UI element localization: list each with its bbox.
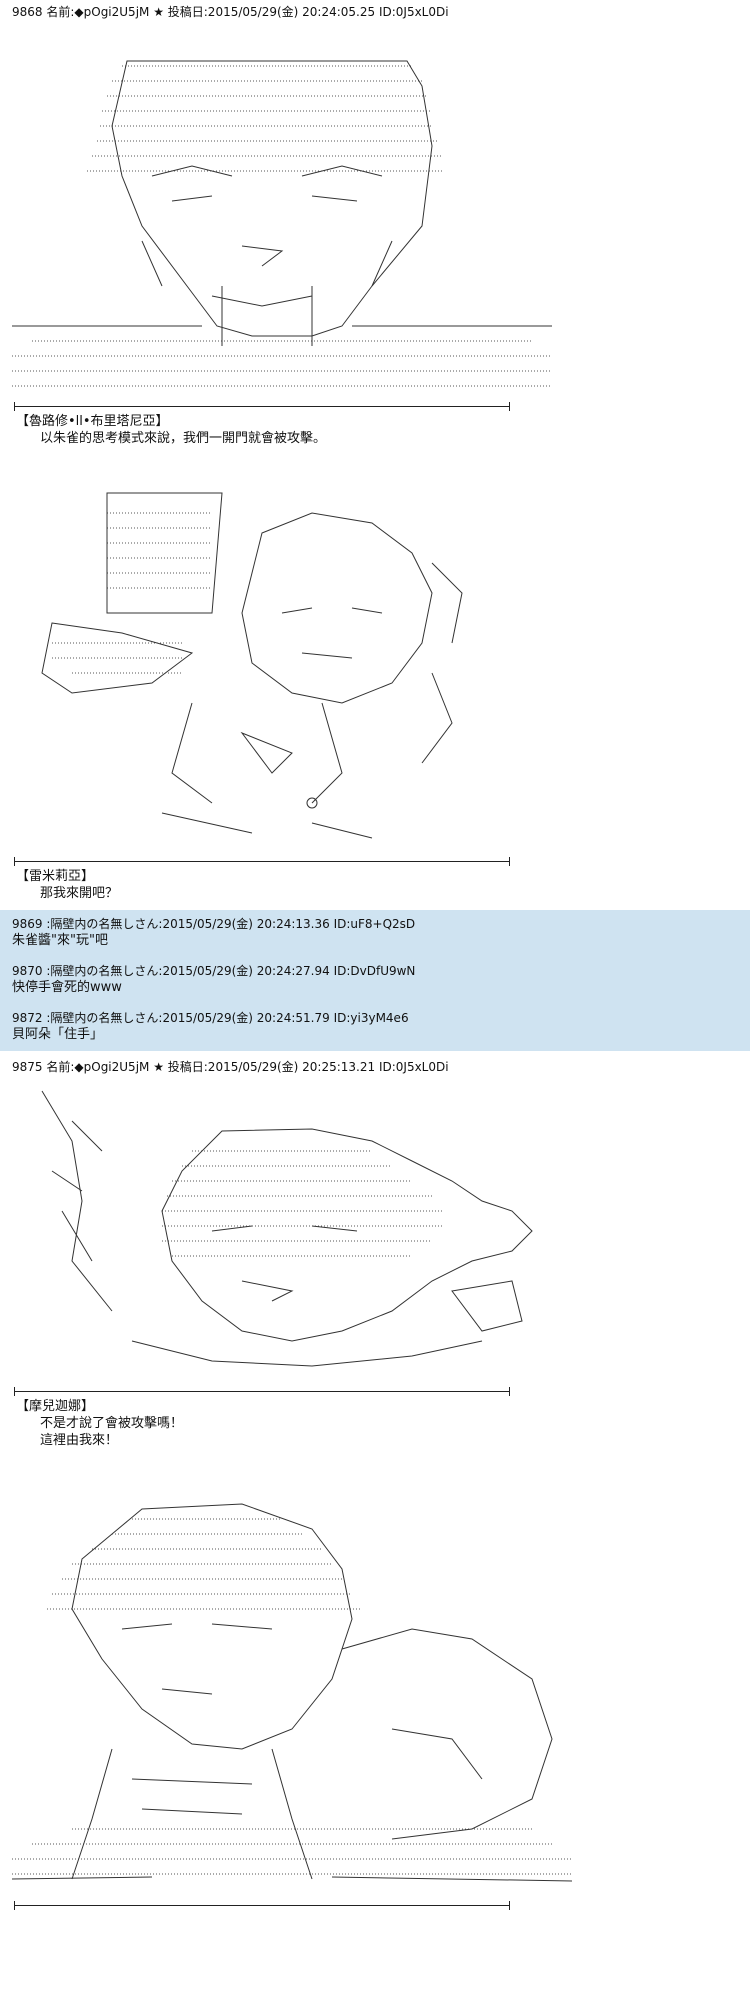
post-9868: 9868 名前:◆pOgi2U5jM ★ 投稿日:2015/05/29(金) 2… [0,0,750,910]
section-divider [14,857,510,866]
speaker-label: 【雷米莉亞】 [16,869,95,884]
post-9869: 9869 :隔壁内の名無しさん:2015/05/29(金) 20:24:13.3… [0,910,750,957]
ascii-art-lelouch [12,60,552,387]
post-header: 9872 :隔壁内の名無しさん:2015/05/29(金) 20:24:51.7… [12,1011,409,1025]
ascii-art-remilia [41,492,463,839]
ascii-art-suzaku [12,1503,572,1882]
post-9875: 9875 名前:◆pOgi2U5jM ★ 投稿日:2015/05/29(金) 2… [0,1051,750,1918]
dialogue-line: 不是才說了會被攻擊嗎！ [40,1416,184,1431]
comment-text: 貝阿朵「住手」 [12,1027,104,1042]
post-header: 9869 :隔壁内の名無しさん:2015/05/29(金) 20:24:13.3… [12,917,416,931]
dialogue-line: 這裡由我來！ [40,1433,119,1448]
section-divider [14,1387,510,1396]
dialogue-line: 那我來開吧？ [40,886,119,901]
post-header: 9875 名前:◆pOgi2U5jM ★ 投稿日:2015/05/29(金) 2… [12,1060,449,1074]
speaker-label: 【魯路修•ll•布里塔尼亞】 [16,414,169,429]
section-divider [14,402,510,411]
post-9872: 9872 :隔壁内の名無しさん:2015/05/29(金) 20:24:51.7… [0,1004,750,1051]
post-header: 9868 名前:◆pOgi2U5jM ★ 投稿日:2015/05/29(金) 2… [12,5,449,19]
comment-text: 快停手會死的www [12,980,122,995]
ascii-art-morgana [41,1090,533,1367]
speaker-label: 【摩兒迦娜】 [16,1399,95,1414]
post-header: 9870 :隔壁内の名無しさん:2015/05/29(金) 20:24:27.9… [12,964,416,978]
dialogue-line: 以朱雀的思考模式來說，我們一開門就會被攻擊。 [40,431,327,446]
section-divider [14,1901,510,1910]
comment-text: 朱雀醬"來"玩"吧 [12,933,108,948]
post-9870: 9870 :隔壁内の名無しさん:2015/05/29(金) 20:24:27.9… [0,957,750,1004]
